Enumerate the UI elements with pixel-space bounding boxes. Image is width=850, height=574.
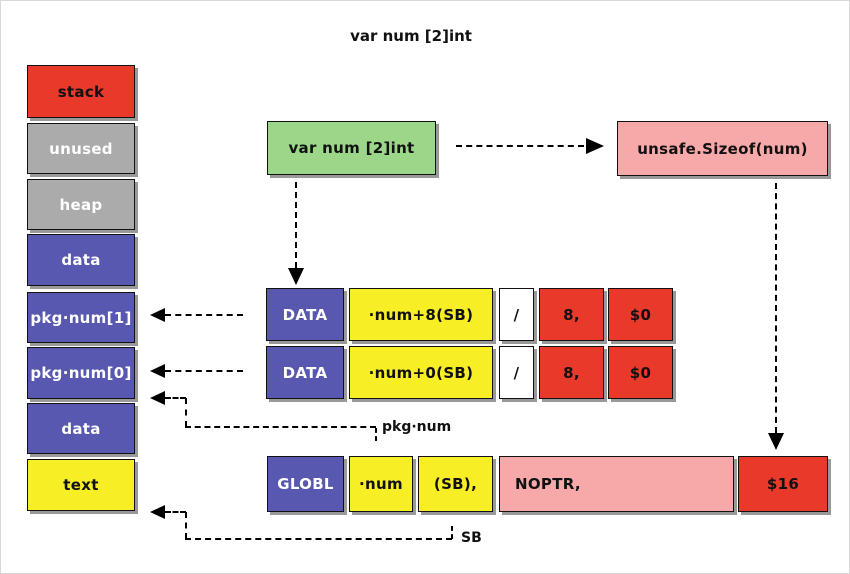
- pkg-num-elbow-vertical: [185, 398, 187, 427]
- arrow-left-head-icon: [150, 364, 165, 378]
- sb-tick: [451, 526, 453, 539]
- memory-segment-heap: heap: [27, 179, 135, 230]
- arrow-down-head-icon: [768, 433, 784, 450]
- sb-elbow-bottom: [185, 538, 452, 540]
- data-directive-1-size: 8,: [539, 288, 604, 341]
- pkg-num-tick: [375, 428, 377, 441]
- sb-label: SB: [461, 530, 482, 546]
- var-declaration-box: var num [2]int: [267, 121, 436, 175]
- data-directive-1-slash: /: [499, 288, 534, 341]
- arrow-right-head-icon: [586, 138, 604, 154]
- data-directive-1-value: $0: [608, 288, 673, 341]
- sb-elbow-top: [165, 511, 186, 513]
- memory-segment-data-lower: data: [27, 403, 135, 454]
- arrow-down-head-icon: [288, 268, 304, 285]
- globl-flags: NOPTR,: [499, 456, 734, 512]
- memory-segment-pkg-num-0: pkg·num[0]: [27, 347, 135, 399]
- data-directive-1-symbol: ·num+8(SB): [349, 288, 493, 341]
- globl-keyword: GLOBL: [267, 456, 344, 512]
- memory-segment-pkg-num-1: pkg·num[1]: [27, 292, 135, 343]
- arrow-left-head-icon: [150, 505, 165, 519]
- memory-segment-unused: unused: [27, 123, 135, 174]
- arrow-data1-line: [165, 314, 243, 316]
- sb-elbow-vertical: [185, 512, 187, 539]
- data-directive-0-value: $0: [608, 346, 673, 399]
- globl-symbol: ·num: [349, 456, 413, 512]
- arrow-var-to-data-line: [295, 182, 297, 268]
- arrow-var-to-sizeof-line: [456, 145, 584, 147]
- arrow-left-head-icon: [150, 308, 165, 322]
- data-directive-0-keyword: DATA: [266, 346, 344, 399]
- globl-size: $16: [738, 456, 828, 512]
- data-directive-1-keyword: DATA: [266, 288, 344, 341]
- data-directive-0-symbol: ·num+0(SB): [349, 346, 493, 399]
- pkg-num-label: pkg·num: [382, 419, 452, 435]
- globl-sb-operand: (SB),: [418, 456, 493, 512]
- unsafe-sizeof-box: unsafe.Sizeof(num): [617, 121, 828, 176]
- memory-segment-text: text: [27, 459, 135, 511]
- memory-segment-data-upper: data: [27, 234, 135, 286]
- data-directive-0-slash: /: [499, 346, 534, 399]
- arrow-sizeof-to-size-line: [775, 183, 777, 433]
- data-directive-0-size: 8,: [539, 346, 604, 399]
- pkg-num-elbow-top: [165, 397, 186, 399]
- diagram-title: var num [2]int: [350, 27, 472, 45]
- arrow-data0-line: [165, 370, 243, 372]
- memory-segment-stack: stack: [27, 65, 135, 118]
- arrow-left-head-icon: [150, 391, 165, 405]
- pkg-num-elbow-bottom: [185, 426, 376, 428]
